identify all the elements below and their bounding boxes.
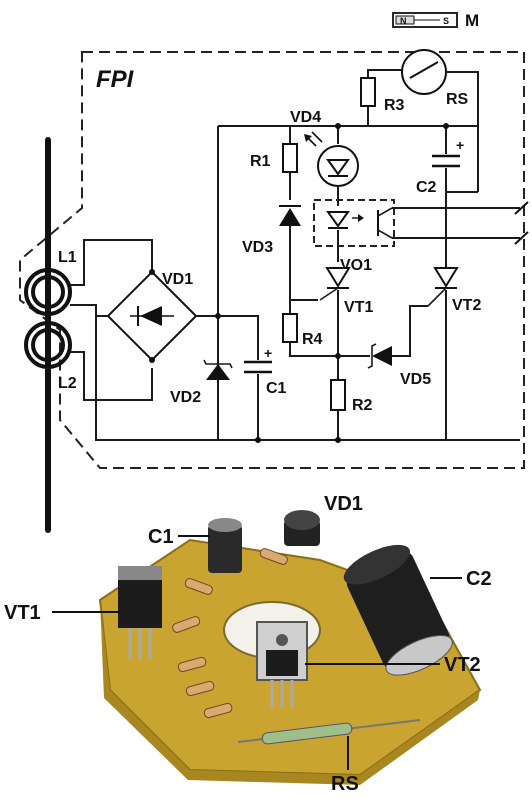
led-vd4 — [304, 131, 359, 187]
label-vd4: VD4 — [290, 109, 321, 126]
label-rs: RS — [446, 91, 469, 108]
label-vd3: VD3 — [242, 239, 273, 256]
photo-label-c2: C2 — [466, 568, 492, 590]
capacitor-c1 — [244, 360, 272, 374]
label-r1: R1 — [250, 153, 271, 170]
capacitor-c2 — [432, 154, 460, 168]
magnet-label: M — [465, 11, 479, 30]
c1-plus: + — [264, 345, 272, 361]
thyristor-vt1 — [319, 267, 351, 301]
resistor-r3 — [360, 77, 376, 107]
photo-label-rs: RS — [331, 773, 359, 795]
resistor-r1 — [282, 143, 298, 173]
magnet-north-pole: N — [400, 16, 407, 26]
label-r3: R3 — [384, 97, 405, 114]
coil-l1 — [24, 268, 72, 316]
label-vt2: VT2 — [452, 297, 481, 314]
c2-plus: + — [456, 137, 464, 153]
label-r4: R4 — [302, 331, 323, 348]
photo-label-vt2: VT2 — [444, 654, 481, 676]
resistor-r4 — [282, 313, 298, 343]
photo-label-c1: C1 — [148, 526, 174, 548]
bridge-rectifier-vd1 — [106, 269, 198, 363]
thyristor-vt2 — [427, 267, 459, 307]
label-l1: L1 — [58, 249, 77, 266]
label-l2: L2 — [58, 375, 77, 392]
label-vd2: VD2 — [170, 389, 201, 406]
label-c1: C1 — [266, 380, 287, 397]
diode-vd3 — [279, 205, 301, 226]
pcb-photo: C1 VD1 C2 VT1 VT2 RS — [4, 493, 492, 795]
photo-label-vd1: VD1 — [324, 493, 363, 515]
label-vt1: VT1 — [344, 299, 373, 316]
photo-label-vt1: VT1 — [4, 602, 41, 624]
zener-vd2 — [203, 359, 233, 380]
resistor-r2 — [330, 379, 346, 411]
label-vd5: VD5 — [400, 371, 431, 388]
schematic: N S M FPI L1 L2 — [19, 11, 529, 533]
label-r2: R2 — [352, 397, 373, 414]
magnet-south-pole: S — [443, 16, 449, 26]
coil-l2 — [24, 321, 72, 369]
reed-switch-rs — [401, 49, 447, 95]
label-c2: C2 — [416, 179, 437, 196]
magnet: N S M — [392, 11, 479, 30]
fpi-label: FPI — [96, 66, 135, 93]
zener-vd5 — [367, 343, 392, 369]
optocoupler-vo1 — [313, 199, 395, 247]
label-vd1: VD1 — [162, 271, 193, 288]
